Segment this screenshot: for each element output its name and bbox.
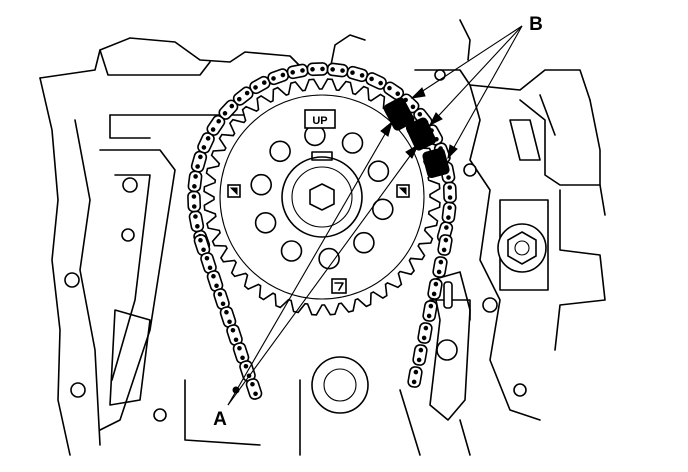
chain-link — [422, 300, 438, 322]
sprocket-hole — [371, 198, 394, 221]
chain-link — [219, 306, 237, 328]
chain-link — [432, 256, 448, 278]
sprocket-hole — [353, 231, 375, 254]
up-mark: UP — [304, 109, 336, 129]
chain-link — [407, 366, 423, 388]
chain-link — [232, 86, 254, 106]
chain-link — [187, 190, 202, 213]
chain-link — [442, 181, 457, 204]
chain-link — [206, 270, 224, 292]
timing-mark-bottom — [331, 278, 347, 294]
chain-link — [213, 288, 230, 310]
chain-link — [417, 322, 433, 344]
sprocket-holes — [250, 124, 394, 270]
housing-bolt-holes — [64, 69, 527, 422]
up-mark-label: UP — [312, 115, 327, 127]
chain-link — [187, 170, 203, 193]
sprocket-hole — [367, 160, 390, 182]
sprocket-hole — [280, 240, 303, 262]
chain-link — [190, 150, 208, 173]
chain-link — [326, 62, 349, 78]
chain-link — [306, 62, 329, 77]
chain-guide — [429, 271, 471, 421]
sprocket-hole — [254, 212, 277, 234]
chain-link — [286, 63, 309, 80]
chain-link — [267, 68, 290, 86]
timing-mark-right — [396, 184, 410, 198]
chain-link — [412, 344, 428, 366]
sprocket-hole — [269, 140, 291, 163]
chain-link — [193, 234, 211, 256]
sprocket-hole — [250, 173, 273, 196]
timing-mark-left — [227, 184, 241, 198]
callout-a: A — [213, 409, 227, 430]
callout-b: B — [529, 14, 543, 35]
callout-leaders — [227, 25, 523, 406]
chain-link — [441, 201, 457, 224]
chain-link — [249, 75, 271, 95]
sprocket-hole — [341, 132, 364, 154]
chain-link — [427, 278, 443, 300]
chain-link — [188, 210, 205, 233]
chain-link — [245, 378, 263, 400]
sprocket-hole — [318, 247, 340, 270]
tensioner-bolt — [497, 223, 547, 273]
engine-block-outline — [39, 19, 606, 456]
chain-link — [346, 65, 369, 83]
chain-link — [437, 234, 453, 256]
cam-sprocket — [203, 78, 441, 316]
crank-pulley — [311, 356, 369, 414]
